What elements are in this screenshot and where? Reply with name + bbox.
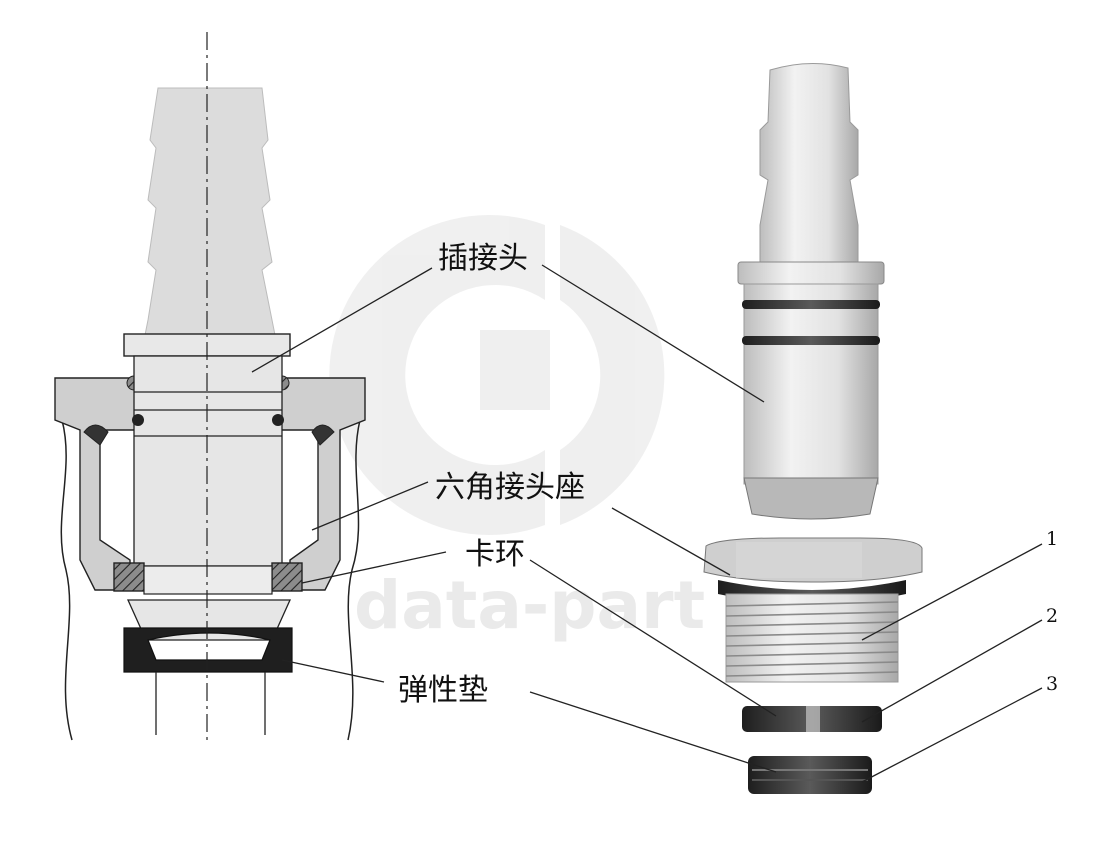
hex-socket-part (703, 537, 923, 683)
o-ring-part (742, 336, 880, 345)
snap-ring-section (113, 562, 145, 592)
hex-socket-section (54, 377, 136, 591)
leader-lines (251, 264, 1043, 783)
part-number-1: 1 (1046, 528, 1058, 550)
label-plug-connector: 插接头 (438, 241, 528, 276)
elastic-pad-section (123, 627, 293, 673)
seal-section (83, 424, 109, 446)
part-number-2: 2 (1046, 605, 1058, 627)
watermark: data-part (329, 215, 705, 644)
watermark-text: data-part (354, 567, 705, 644)
seal-section (311, 424, 335, 446)
labels: 插接头 六角接头座 卡环 弹性垫 1 2 3 (398, 241, 1058, 708)
elastic-pad-part (748, 756, 872, 794)
label-hex-socket: 六角接头座 (435, 470, 585, 505)
o-ring-part (742, 300, 880, 309)
part-number-3: 3 (1046, 673, 1058, 695)
snap-ring-section (271, 562, 303, 592)
plug-connector-part (737, 62, 885, 520)
hex-socket-section (279, 377, 366, 591)
label-elastic-pad: 弹性垫 (398, 673, 488, 708)
plug-body-section (133, 355, 283, 567)
snap-ring-part (742, 706, 882, 732)
label-snap-ring: 卡环 (465, 537, 525, 572)
barbed-stem (144, 87, 276, 336)
cross-section-view (54, 32, 366, 742)
watermark-logo-icon (329, 215, 665, 535)
thread-lines (725, 601, 899, 677)
housing-outline (60, 419, 361, 741)
exploded-view (703, 62, 923, 794)
